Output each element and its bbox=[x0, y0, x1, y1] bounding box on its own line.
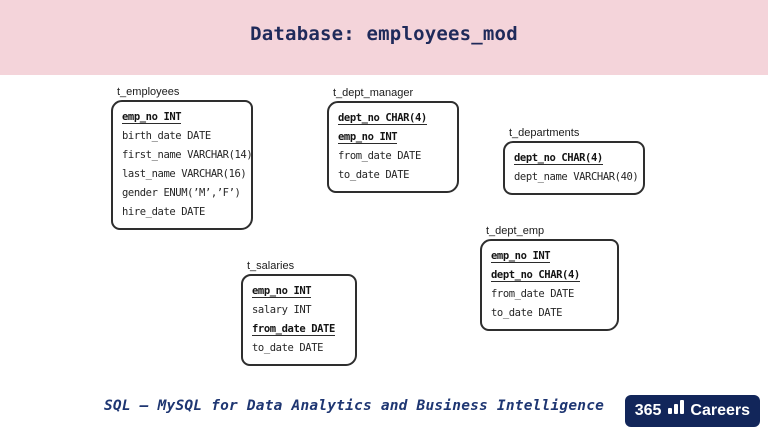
column-key: from_date DATE bbox=[252, 323, 335, 336]
table-box: emp_no INT salary INT from_date DATE to_dat… bbox=[241, 274, 357, 366]
column-field: from_date DATE bbox=[338, 150, 421, 162]
column-key: emp_no INT bbox=[491, 250, 551, 263]
table-box: dept_no CHAR(4) emp_no INT from_date DATE t… bbox=[327, 101, 459, 193]
table-name: t_salaries bbox=[247, 260, 295, 272]
column-field: to_date DATE bbox=[491, 307, 563, 319]
table-box: emp_no INT dept_no CHAR(4) from_date DATE t… bbox=[480, 239, 619, 331]
column-field: to_date DATE bbox=[252, 342, 324, 354]
table-name: t_departments bbox=[509, 127, 580, 139]
header-band: Database: employees_mod bbox=[0, 0, 768, 75]
brand-logo: 365 Careers bbox=[624, 395, 760, 427]
page-title: Database: employees_mod bbox=[250, 23, 518, 45]
column-field: to_date DATE bbox=[338, 169, 410, 181]
table-box: dept_no CHAR(4) dept_name VARCHAR(40) bbox=[503, 141, 645, 195]
table-box: emp_no INT birth_date DATE first_name VARC… bbox=[111, 100, 253, 230]
column-field: salary INT bbox=[252, 304, 312, 316]
column-field: hire_date DATE bbox=[122, 206, 205, 218]
schema-table-t-employees: t_employees emp_no INT birth_date DATE fir… bbox=[111, 86, 253, 230]
column-field: gender ENUM(’M’,’F’) bbox=[122, 187, 241, 199]
logo-number: 365 bbox=[634, 402, 662, 419]
course-caption: SQL – MySQL for Data Analytics and Busin… bbox=[104, 398, 605, 414]
table-name: t_dept_manager bbox=[333, 87, 414, 99]
bar-chart-icon bbox=[668, 400, 685, 414]
column-key: emp_no INT bbox=[252, 285, 312, 298]
column-field: birth_date DATE bbox=[122, 130, 211, 142]
column-field: last_name VARCHAR(16) bbox=[122, 168, 247, 180]
column-key: dept_no CHAR(4) bbox=[338, 112, 427, 125]
table-name: t_employees bbox=[117, 86, 180, 98]
schema-table-t-salaries: t_salaries emp_no INT salary INT from_date… bbox=[241, 260, 357, 366]
logo-name: Careers bbox=[690, 402, 750, 419]
table-name: t_dept_emp bbox=[486, 225, 545, 237]
column-key: dept_no CHAR(4) bbox=[491, 269, 580, 282]
schema-table-t-departments: t_departments dept_no CHAR(4) dept_name V… bbox=[503, 127, 645, 195]
schema-table-t-dept-manager: t_dept_manager dept_no CHAR(4) emp_no INT… bbox=[327, 87, 459, 193]
schema-table-t-dept-emp: t_dept_emp emp_no INT dept_no CHAR(4) from… bbox=[480, 225, 619, 331]
column-field: first_name VARCHAR(14) bbox=[122, 149, 253, 161]
column-key: emp_no INT bbox=[338, 131, 398, 144]
column-key: emp_no INT bbox=[122, 111, 182, 124]
column-field: from_date DATE bbox=[491, 288, 574, 300]
column-key: dept_no CHAR(4) bbox=[514, 152, 603, 165]
column-field: dept_name VARCHAR(40) bbox=[514, 171, 639, 183]
